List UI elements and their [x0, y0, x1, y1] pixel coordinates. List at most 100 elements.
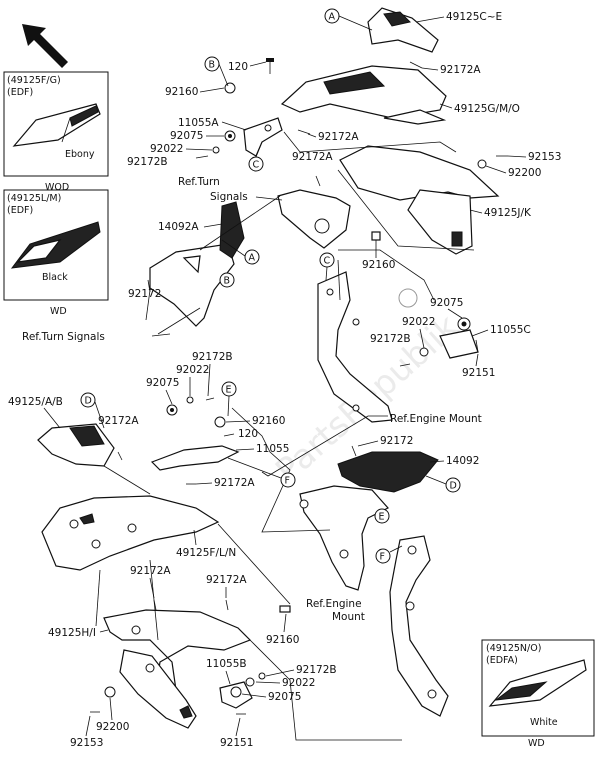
inset-color-label: Ebony — [65, 149, 95, 160]
svg-text:A: A — [329, 12, 336, 23]
callout-d-left: D — [80, 392, 96, 408]
label-92151-2: 92151 — [220, 737, 253, 749]
leader-lines — [95, 131, 475, 741]
label-92075-3: 92075 — [146, 377, 179, 389]
svg-text:D: D — [450, 481, 457, 492]
inset-part-label: (49125F/G) — [7, 75, 61, 86]
callout-b-top: B — [204, 56, 220, 72]
inset-code-label: (EDF) — [7, 205, 33, 216]
label-92153-2: 92153 — [70, 737, 103, 749]
part-labels: 49125C~E 92172A 120 92160 49125G/M/O 110… — [8, 11, 561, 749]
label-92160-1: 92160 — [165, 86, 198, 98]
svg-text:E: E — [226, 385, 232, 396]
left-upper-panel — [147, 201, 245, 327]
label-49125jk: 49125J/K — [484, 207, 532, 219]
label-120-1: 120 — [228, 61, 248, 73]
label-ref-engine-2b: Mount — [332, 611, 365, 623]
callout-c-upper: C — [248, 156, 264, 172]
label-92160-2: 92160 — [362, 259, 395, 271]
front-direction-arrow-icon — [22, 24, 68, 68]
callout-c-mid: C — [319, 252, 335, 268]
inset-box-49125fg: (49125F/G) (EDF) Ebony WOD — [3, 71, 109, 193]
label-92151-1: 92151 — [462, 367, 495, 379]
label-ref-turn-1b: Signals — [210, 191, 248, 203]
svg-text:F: F — [380, 552, 385, 563]
label-11055a: 11055A — [178, 117, 219, 129]
label-92172a-2: 92172A — [318, 131, 359, 143]
inset-tag-label: WOD — [45, 182, 69, 193]
inset-color-label: White — [530, 717, 558, 728]
label-49125ce: 49125C~E — [446, 11, 502, 23]
inset-box-49125no: (49125N/O) (EDFA) White WD — [481, 639, 595, 749]
label-92200-2: 92200 — [96, 721, 129, 733]
label-92172a-1: 92172A — [440, 64, 481, 76]
lower-middle-parts — [299, 451, 449, 717]
inset-part-label: (49125N/O) — [486, 643, 541, 654]
label-ref-turn-2: Ref.Turn Signals — [22, 331, 105, 343]
svg-text:F: F — [285, 476, 290, 487]
label-ref-engine-2a: Ref.Engine — [306, 598, 362, 610]
callout-f-right: F — [375, 548, 391, 564]
callout-f-left: F — [280, 472, 296, 488]
label-49125gmo: 49125G/M/O — [454, 103, 520, 115]
svg-text:B: B — [224, 276, 231, 287]
svg-text:A: A — [249, 253, 256, 264]
label-92172a-4: 92172A — [98, 415, 139, 427]
label-ref-turn-1a: Ref.Turn — [178, 176, 220, 188]
svg-text:B: B — [209, 60, 216, 71]
label-92172a-3: 92172A — [292, 151, 333, 163]
lower-cowl-parts — [37, 423, 253, 729]
label-92172a-5: 92172A — [214, 477, 255, 489]
inset-code-label: (EDFA) — [486, 655, 518, 666]
right-hardware — [398, 288, 479, 367]
svg-text:C: C — [324, 256, 331, 267]
callout-b-mid: B — [219, 272, 235, 288]
svg-text:C: C — [253, 160, 260, 171]
label-92172a-6: 92172A — [130, 565, 171, 577]
label-92075-2: 92075 — [430, 297, 463, 309]
callout-a-mid: A — [244, 249, 260, 265]
label-11055b: 11055B — [206, 658, 247, 670]
label-92172b-4: 92172B — [296, 664, 337, 676]
inset-tag-label: WD — [528, 738, 545, 749]
label-92172-2: 92172 — [380, 435, 413, 447]
label-92075-1: 92075 — [170, 130, 203, 142]
label-92172b-3: 92172B — [192, 351, 233, 363]
label-92075-4: 92075 — [268, 691, 301, 703]
label-120-2: 120 — [238, 428, 258, 440]
label-92160-3: 92160 — [252, 415, 285, 427]
lower-hardware — [90, 396, 357, 715]
svg-text:D: D — [85, 396, 92, 407]
label-92172b-1: 92172B — [127, 156, 168, 168]
callout-e-left: E — [221, 381, 237, 397]
inset-part-label: (49125L/M) — [7, 193, 61, 204]
label-49125ab: 49125/A/B — [8, 396, 63, 408]
callout-e-right: E — [374, 508, 390, 524]
label-92022-4: 92022 — [282, 677, 315, 689]
label-11055c: 11055C — [490, 324, 531, 336]
callout-d-right: D — [445, 477, 461, 493]
label-92153-1: 92153 — [528, 151, 561, 163]
label-92172a-7: 92172A — [206, 574, 247, 586]
inset-color-label: Black — [42, 272, 68, 283]
label-92022-1: 92022 — [150, 143, 183, 155]
label-49125fln: 49125F/L/N — [176, 547, 236, 559]
label-92160-4: 92160 — [266, 634, 299, 646]
label-92172b-2: 92172B — [370, 333, 411, 345]
inset-box-49125lm: (49125L/M) (EDF) Black WD — [3, 189, 109, 317]
label-14092a: 14092A — [158, 221, 199, 233]
inset-tag-label: WD — [50, 306, 67, 317]
label-92022-3: 92022 — [176, 364, 209, 376]
label-92200-1: 92200 — [508, 167, 541, 179]
callout-leaders — [94, 15, 447, 553]
label-49125hi: 49125H/I — [48, 627, 96, 639]
svg-text:E: E — [379, 512, 385, 523]
label-92022-2: 92022 — [402, 316, 435, 328]
label-ref-engine-1: Ref.Engine Mount — [390, 413, 482, 425]
label-92172-1: 92172 — [128, 288, 161, 300]
label-14092: 14092 — [446, 455, 479, 467]
right-frame-bracket — [317, 271, 393, 423]
label-11055: 11055 — [256, 443, 289, 455]
callout-a-top: A — [324, 8, 340, 24]
